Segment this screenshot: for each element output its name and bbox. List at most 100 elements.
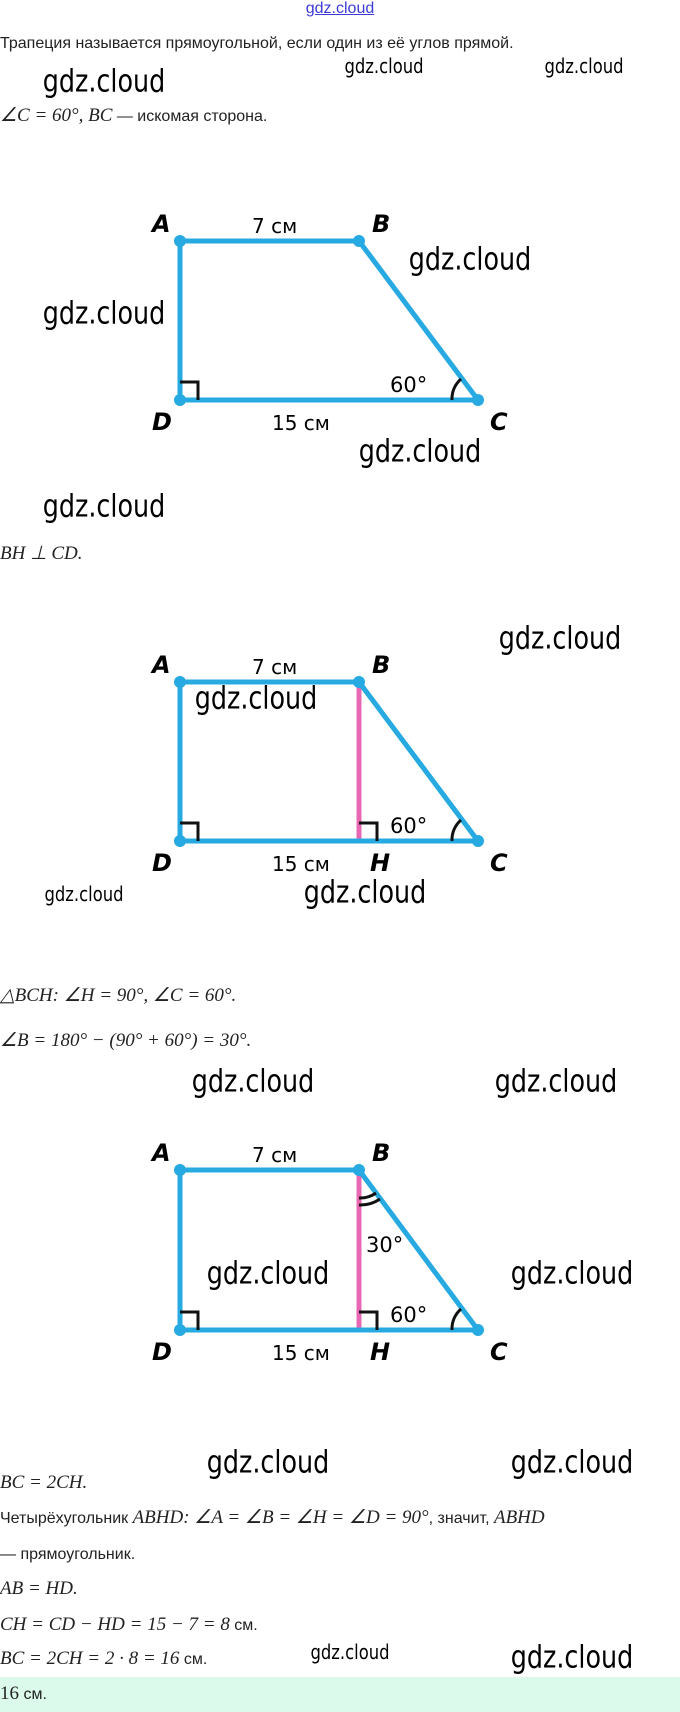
point-a (174, 676, 186, 688)
angle-c-label: 60° (390, 373, 427, 397)
watermark: gdz.cloud (544, 54, 624, 78)
trapezoid-figure-1: A B D C 7 см 15 см 60° (150, 210, 508, 436)
math: ABHD (493, 1507, 545, 1528)
point-c (472, 1324, 484, 1336)
unit: см. (229, 1617, 258, 1634)
triangle-line: △BCH: ∠H = 90°, ∠C = 60°. (0, 986, 236, 1007)
watermark: gdz.cloud (494, 1063, 618, 1100)
math: ∠B = 180° − (90° + 60°) = 30°. (0, 1030, 252, 1051)
watermark: gdz.cloud (44, 882, 124, 906)
angle-arc (450, 818, 463, 842)
math: AB = HD. (0, 1578, 78, 1599)
angle-b-line: ∠B = 180° − (90° + 60°) = 30°. (0, 1031, 251, 1052)
bottom-length: 15 см (272, 1341, 330, 1365)
watermark: gdz.cloud (510, 1255, 634, 1292)
point-c (472, 394, 484, 406)
angle-arc-c (450, 1307, 463, 1331)
point-a (174, 1164, 186, 1176)
label-c: C (490, 1338, 508, 1366)
top-length: 7 см (252, 1143, 297, 1167)
label-h: H (370, 1338, 390, 1366)
watermark: gdz.cloud (194, 680, 318, 717)
label-a: A (150, 651, 171, 679)
text: , значит, (428, 1510, 494, 1527)
point-c (472, 835, 484, 847)
watermark: gdz.cloud (310, 1640, 390, 1664)
watermark: gdz.cloud (206, 1444, 330, 1481)
given-line: ∠C = 60°, BC — искомая сторона. (0, 106, 267, 127)
label-c: C (490, 408, 508, 436)
right-angle-mark (180, 380, 200, 400)
label-b: B (372, 1139, 390, 1167)
math: ∠C = 60°, BC (0, 105, 113, 126)
unit: см. (179, 1651, 208, 1668)
point-a (174, 235, 186, 247)
ab-hd-line: AB = HD. (0, 1579, 78, 1600)
watermark: gdz.cloud (303, 874, 427, 911)
trapezoid-figure-3: A B D H C 7 см 15 см 60° 30° (150, 1139, 508, 1366)
construct-line: BH ⊥ CD. (0, 544, 83, 565)
site-link[interactable]: gdz.cloud (305, 0, 375, 17)
label-d: D (152, 408, 172, 436)
math: BC = 2CH = 2 · 8 = 16 (0, 1648, 180, 1669)
watermark: gdz.cloud (42, 295, 166, 332)
label-d: D (152, 849, 172, 877)
label-a: A (150, 1139, 171, 1167)
point-d (174, 835, 186, 847)
bc-2ch-line: BC = 2CH. (0, 1473, 87, 1494)
top-length: 7 см (252, 655, 297, 679)
label-b: B (372, 651, 390, 679)
angle-c-label: 60° (390, 814, 427, 838)
trapezoid (177, 1167, 483, 1333)
bottom-length: 15 см (272, 852, 330, 876)
answer-unit: см. (19, 1686, 47, 1703)
right-angle-mark-d (180, 1310, 200, 1330)
math: BC = 2CH. (0, 1472, 88, 1493)
bc-line: BC = 2CH = 2 · 8 = 16 см. (0, 1649, 207, 1670)
answer-line: 16 см. (0, 1684, 47, 1705)
watermark: gdz.cloud (498, 620, 622, 657)
watermark: gdz.cloud (206, 1255, 330, 1292)
site-header[interactable]: gdz.cloud (0, 0, 680, 18)
right-angle-mark-h (359, 821, 379, 841)
label-b: B (372, 210, 390, 238)
trapezoid-figure-2: A B D H C 7 см 15 см 60° (150, 651, 508, 877)
point-d (174, 394, 186, 406)
point-b (353, 1164, 365, 1176)
right-angle-mark-h (359, 1310, 379, 1330)
math: ABHD: ∠A = ∠B = ∠H = ∠D = 90° (132, 1507, 429, 1528)
point-b (353, 676, 365, 688)
point-b (353, 235, 365, 247)
bottom-length: 15 см (272, 411, 330, 435)
watermark: gdz.cloud (408, 241, 532, 278)
angle-c-label: 60° (390, 1303, 427, 1327)
point-d (174, 1324, 186, 1336)
math: BH ⊥ CD. (0, 543, 83, 564)
right-angle-mark-d (180, 821, 200, 841)
text: — искомая сторона. (112, 108, 268, 125)
watermark: gdz.cloud (510, 1639, 634, 1676)
angle-b-label: 30° (366, 1233, 403, 1257)
label-a: A (150, 210, 171, 238)
angle-arc-b (358, 1191, 377, 1200)
quad-line: Четырёхугольник ABHD: ∠A = ∠B = ∠H = ∠D … (0, 1508, 545, 1529)
math: CH = CD − HD = 15 − 7 = 8 (0, 1614, 230, 1635)
watermark: gdz.cloud (191, 1063, 315, 1100)
watermark: gdz.cloud (358, 433, 482, 470)
answer-box: 16 см. (0, 1677, 680, 1712)
definition-text: Трапеция называется прямоугольной, если … (0, 35, 514, 52)
answer-value: 16 (0, 1683, 19, 1704)
ch-line: CH = CD − HD = 15 − 7 = 8 см. (0, 1615, 258, 1636)
watermark: gdz.cloud (344, 54, 424, 78)
angle-arc-b-outer (358, 1197, 381, 1207)
label-c: C (490, 849, 508, 877)
math: △BCH: ∠H = 90°, ∠C = 60°. (0, 985, 237, 1006)
watermark: gdz.cloud (510, 1444, 634, 1481)
label-d: D (152, 1338, 172, 1366)
watermark: gdz.cloud (42, 63, 166, 100)
angle-arc (450, 377, 463, 401)
rect-line: — прямоугольник. (0, 1546, 136, 1563)
label-h: H (370, 849, 390, 877)
text: Четырёхугольник (0, 1510, 133, 1527)
top-length: 7 см (252, 214, 297, 238)
